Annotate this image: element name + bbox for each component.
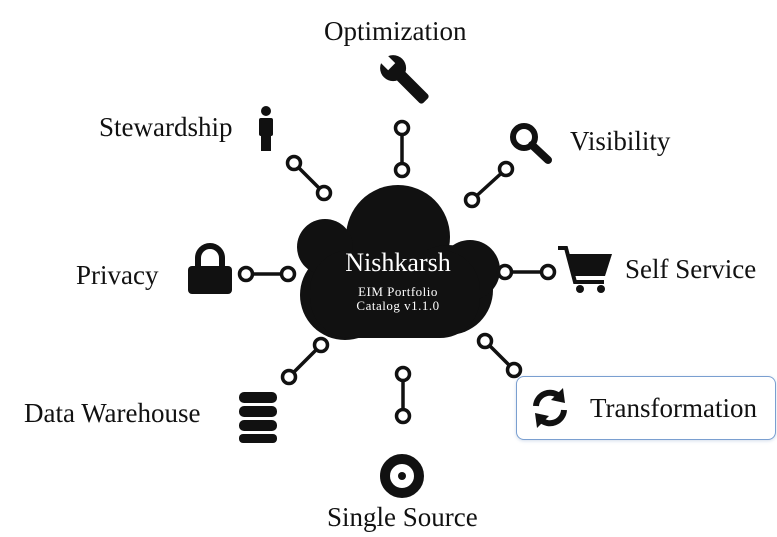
center-subtitle-line1: EIM Portfolio: [358, 284, 438, 299]
self-service-label: Self Service: [625, 254, 757, 284]
center-title: Nishkarsh: [345, 248, 451, 277]
stewardship-label: Stewardship: [99, 112, 233, 142]
connector-transformation: [476, 332, 523, 379]
target-ring-icon: [380, 454, 424, 498]
connector-optimization: [393, 119, 411, 179]
transformation-highlight-box[interactable]: [516, 376, 776, 440]
single-source-label: Single Source: [327, 502, 478, 532]
magnifier-icon: [510, 123, 552, 164]
connector-self-service: [496, 263, 557, 281]
connector-visibility: [463, 160, 515, 209]
connector-stewardship: [285, 154, 333, 202]
visibility-label: Visibility: [570, 126, 671, 156]
person-icon: [259, 106, 273, 151]
center-subtitle-line2: Catalog v1.1.0: [356, 298, 440, 313]
privacy-label: Privacy: [76, 260, 159, 290]
database-icon: [239, 392, 277, 443]
refresh-arrows-icon: [533, 388, 567, 428]
connector-single-source: [394, 365, 412, 425]
wrench-icon: [376, 51, 429, 104]
cloud-shape: [297, 185, 500, 340]
center-subtitle: EIM Portfolio Catalog v1.1.0: [318, 285, 478, 313]
data-warehouse-label: Data Warehouse: [24, 398, 201, 428]
shopping-cart-icon: [558, 246, 612, 293]
connector-data-warehouse: [280, 336, 330, 386]
padlock-icon: [188, 243, 232, 294]
transformation-label[interactable]: Transformation: [590, 393, 757, 423]
connector-privacy: [237, 265, 297, 283]
optimization-label: Optimization: [324, 16, 467, 46]
